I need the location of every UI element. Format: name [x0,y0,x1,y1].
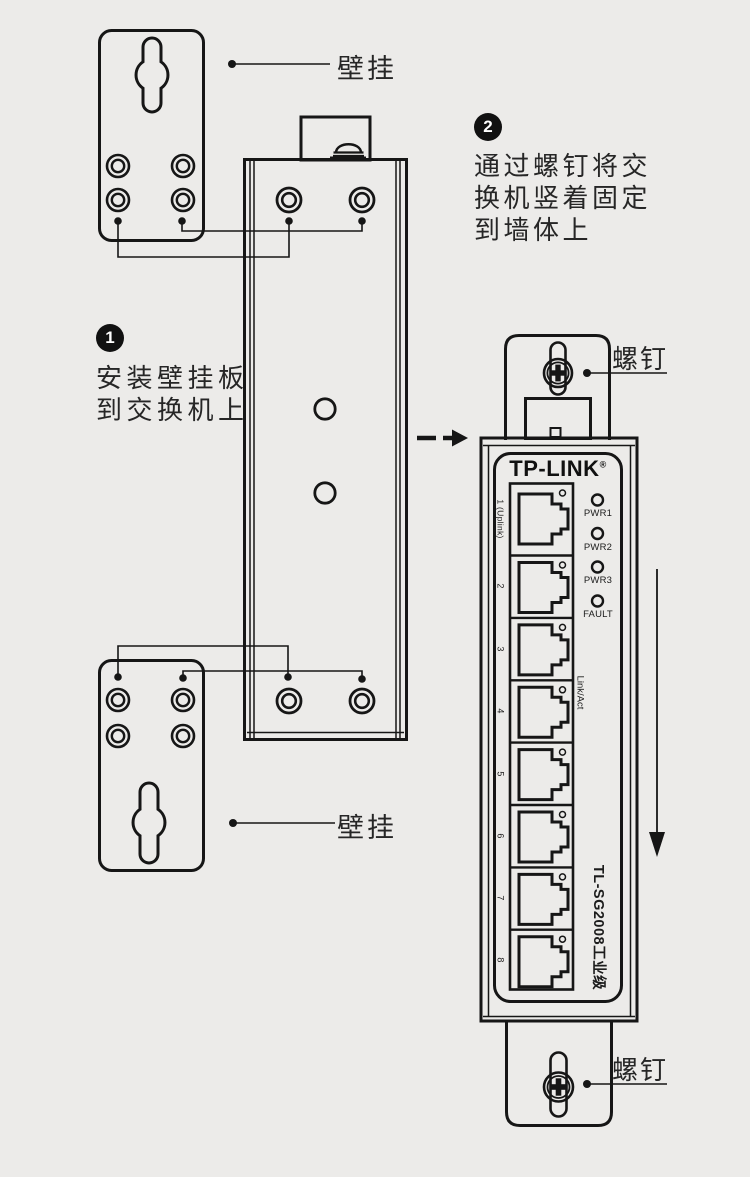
rj45-port-icon [517,492,570,546]
step-2-line-2: 换机竖着固定 [474,183,652,213]
led-label-pwr1: PWR1 [583,508,613,519]
plate-screw-holes [105,153,196,213]
ground-terminal-icon [330,143,366,160]
rj45-port-icon [517,872,570,926]
rj45-port-icon [517,685,570,739]
screw-icon [542,1071,575,1103]
rear-mount-holes [275,186,376,715]
wall-mount-plate-bottom [98,659,205,872]
port-label-7: 7 [496,895,506,901]
port-dividers [510,554,573,931]
step-1-text: 安装壁挂板 到交换机上 [96,362,249,426]
port-label-2: 2 [496,583,506,589]
rj45-port-icon [517,935,570,989]
callout-wall-mount-bottom: 壁挂 [337,813,397,843]
link-act-label: Link/Act [574,675,586,709]
dashed-arrow-icon [417,429,468,447]
keyhole-slot-icon [549,341,567,396]
port-label-1: 1 (Uplink) [496,499,506,539]
led-label-pwr3: PWR3 [583,575,613,586]
down-arrow-icon [649,569,665,857]
brand-text: TP-LINK [509,456,600,481]
step-2-line-3: 到墙体上 [474,215,593,245]
port-label-6: 6 [496,833,506,839]
step-2-line-1: 通过螺钉将交 [474,151,652,181]
model-label: TL-SG2008工业级 [590,864,606,990]
step-1-line-2: 到交换机上 [96,395,249,425]
port-label-8: 8 [496,957,506,963]
face-plate [493,452,623,1003]
rj45-jacks [517,492,570,989]
rj45-port-icon [517,561,570,614]
registered-mark: ® [599,459,607,470]
bracket-tab-bottom [505,1020,613,1127]
step-2-number: 2 [483,117,493,136]
port-label-4: 4 [496,708,506,714]
step-1-badge: 1 [96,324,124,352]
screw-icon [542,357,574,389]
led-label-pwr2: PWR2 [583,541,613,553]
front-side-rails [483,444,635,1018]
callout-wall-mount-top: 壁挂 [337,54,397,84]
callout-leaders [228,60,667,1088]
step-2-badge: 2 [474,113,502,141]
bracket-tab-top [504,334,611,440]
status-leds [590,493,605,608]
rj45-port-icon [517,748,570,802]
side-rails [247,161,404,738]
wall-mount-plate-top [98,29,205,242]
port-label-3: 3 [496,646,506,652]
callout-screw-top: 螺钉 [612,344,669,374]
step-2-text: 通过螺钉将交 换机竖着固定 到墙体上 [474,150,651,246]
keyhole-slot-icon [131,781,167,865]
connector-dots [114,217,366,683]
brand-logo: TP-LINK® [494,456,622,482]
rj45-port-icon [517,810,570,864]
keyhole-slot-icon [134,36,170,114]
port-leds [558,489,567,943]
switch-front-view [479,334,639,1127]
led-label-fault: FAULT [583,609,613,620]
alignment-connectors [114,217,366,683]
step-1-line-1: 安装壁挂板 [96,363,249,393]
port-label-5: 5 [496,771,506,777]
port-column [508,482,575,991]
plate-screw-holes [105,687,196,749]
step-1-number: 1 [105,328,115,347]
rj45-port-icon [517,623,570,677]
callout-screw-bottom: 螺钉 [612,1055,669,1085]
